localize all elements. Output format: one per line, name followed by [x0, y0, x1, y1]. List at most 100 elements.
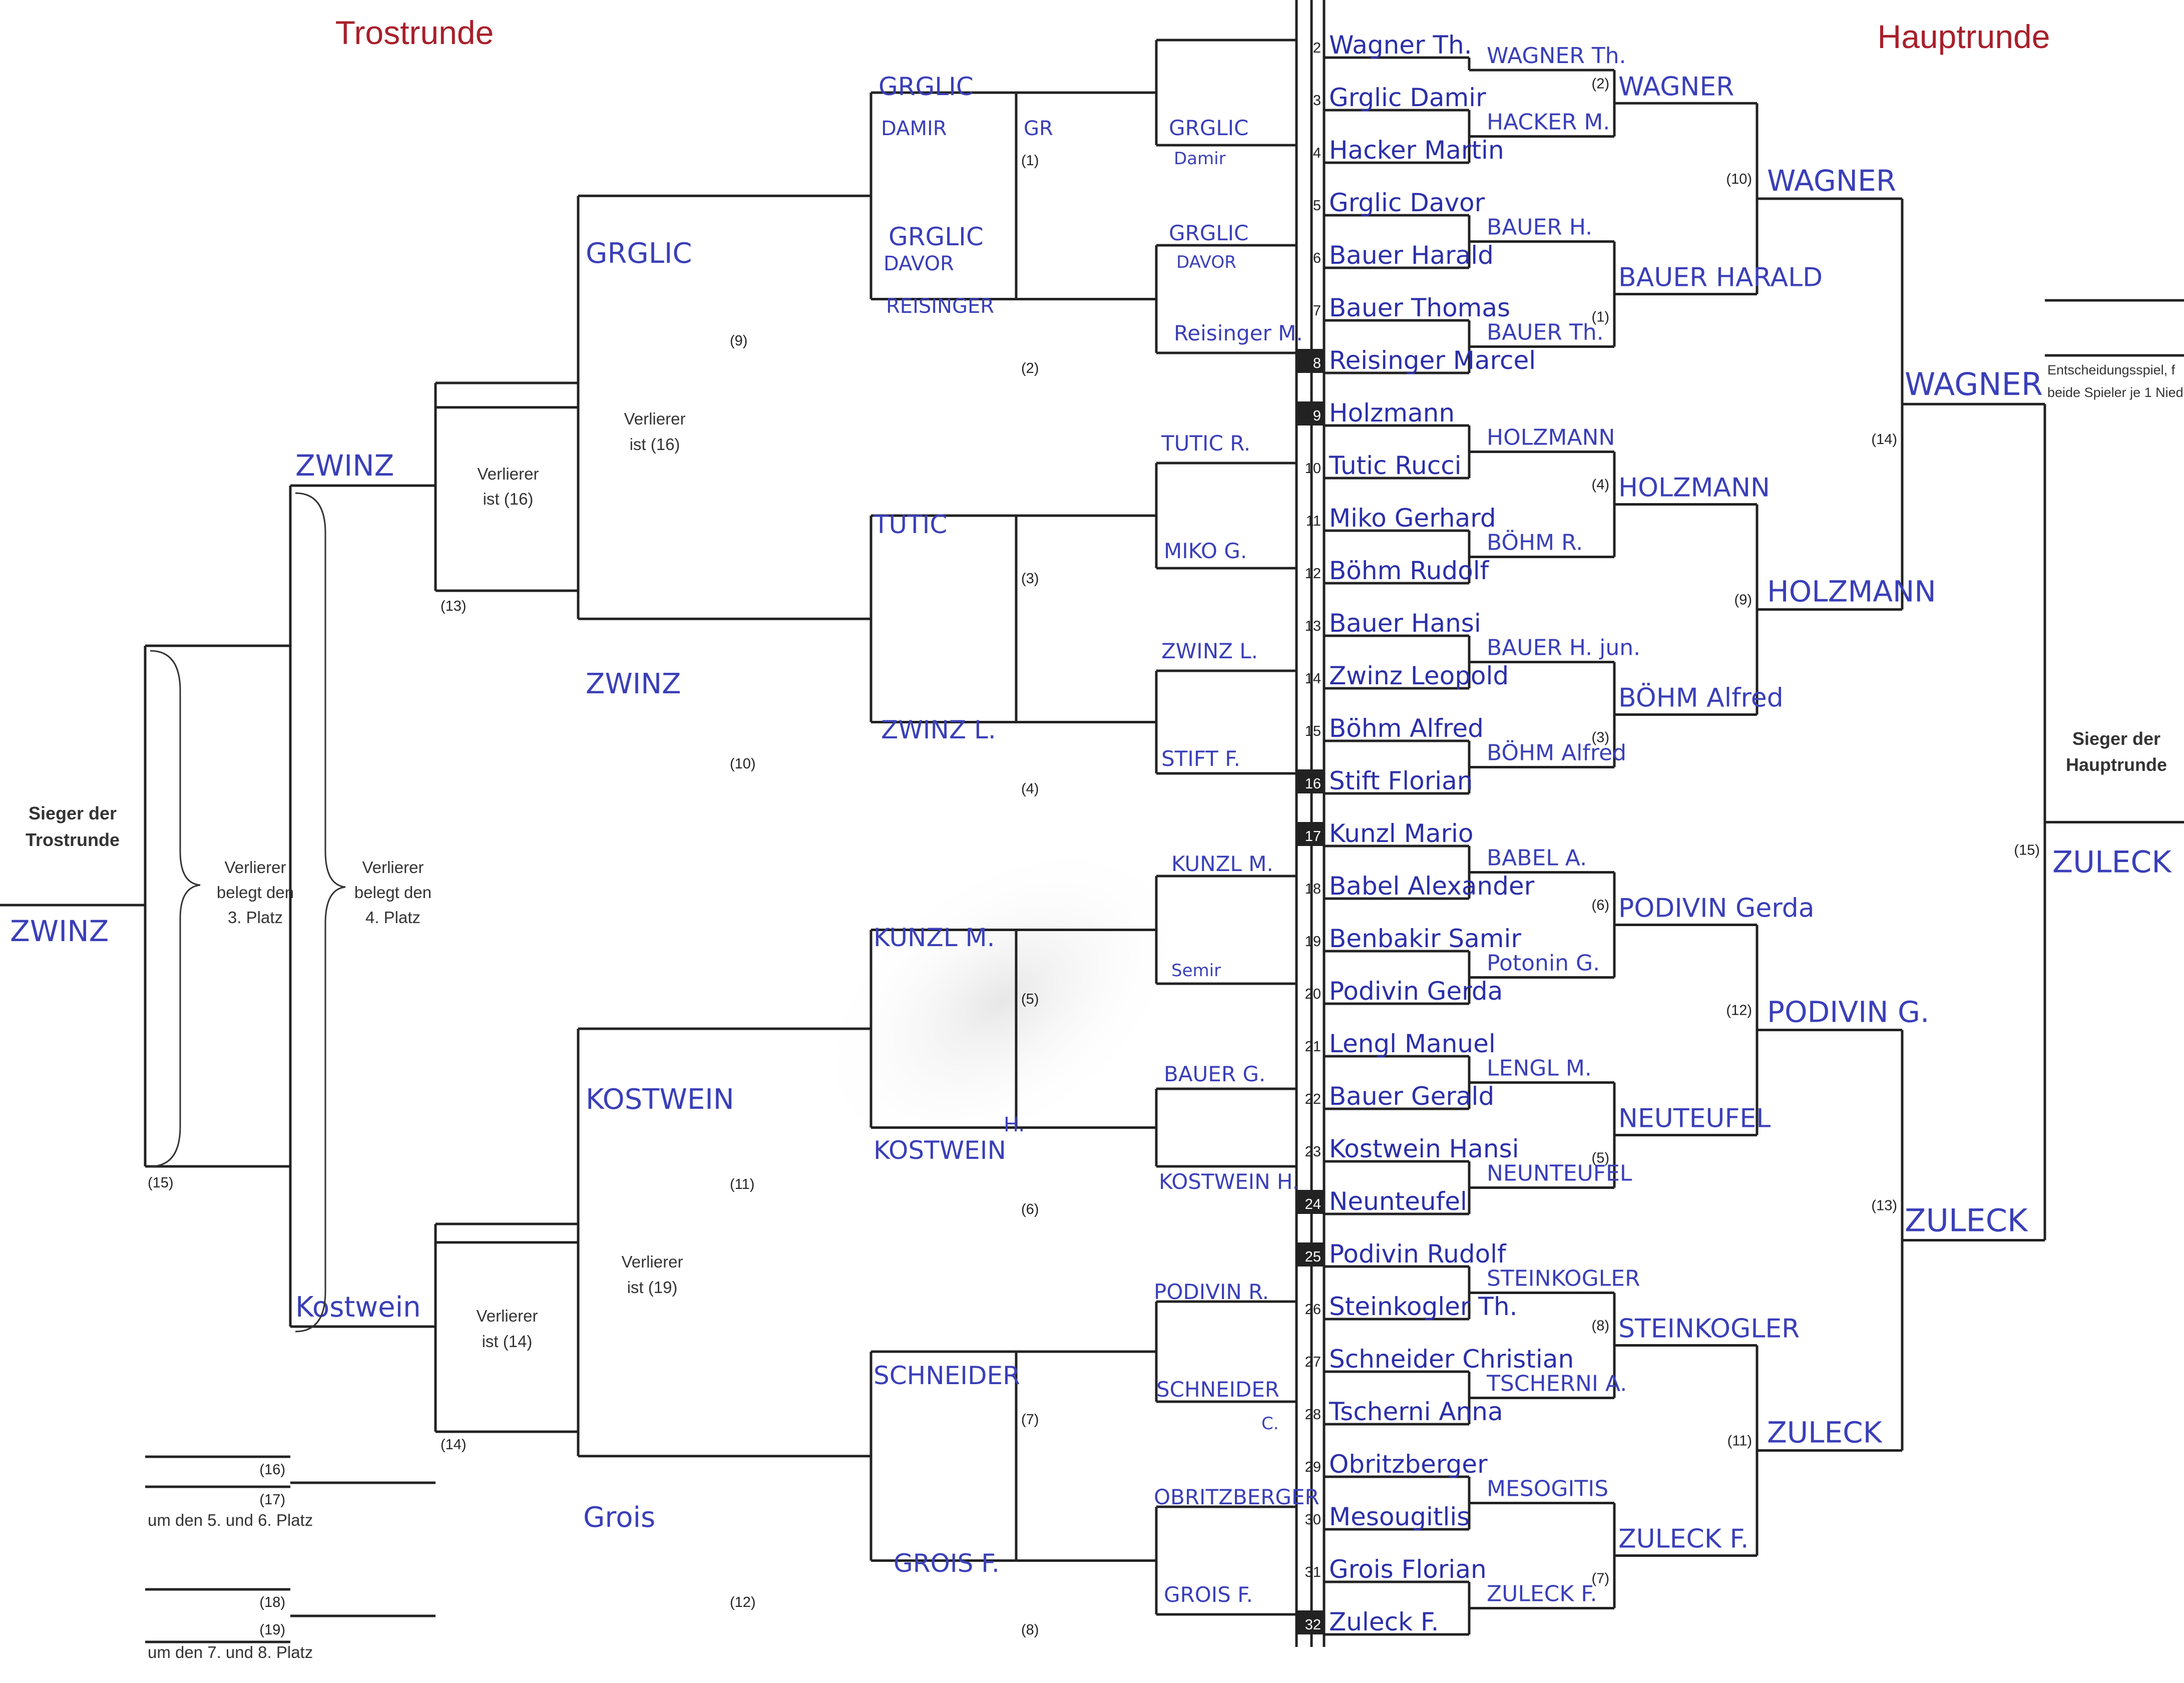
trost-r1-14: SCHNEIDER — [1156, 1377, 1279, 1402]
placement-match-1: (17) — [259, 1492, 285, 1508]
entscheidungsspiel-note: Entscheidungsspiel, f beide Spieler je 1… — [2047, 362, 2183, 400]
platz-5-6-label: um den 5. und 6. Platz — [148, 1511, 313, 1529]
draw-name-slot-31: Grois Florian — [1329, 1555, 1487, 1584]
slot-number-14: 14 — [1305, 671, 1321, 687]
draw-name-slot-16: Stift Florian — [1329, 766, 1473, 795]
trost-r2-4: DAVOR — [884, 252, 954, 275]
slot-number-22: 22 — [1305, 1091, 1321, 1107]
hauptrunde-names: WAGNER Th.HACKER M.BAUER H.BAUER Th.HOLZ… — [1486, 43, 2172, 1607]
trost-match-r1-4: (5) — [1021, 991, 1039, 1007]
slot-highlight-17 — [1296, 822, 1324, 846]
trost-r2-9: KOSTWEIN — [873, 1136, 1006, 1165]
trost-match-r1-0: (1) — [1021, 153, 1039, 169]
trost-r3-2: KOSTWEIN — [586, 1083, 734, 1116]
haupt-r2-0: WAGNER — [1618, 72, 1734, 102]
trost-r1-15: C. — [1261, 1414, 1279, 1434]
draw-name-slot-30: Mesougitlis — [1329, 1502, 1470, 1531]
brace-platz-4 — [295, 492, 346, 1333]
trost-r1-0: GRGLIC — [1169, 116, 1248, 140]
haupt-r1-10: LENGL M. — [1487, 1056, 1592, 1081]
slot-number-15: 15 — [1305, 723, 1321, 739]
slot-number-6: 6 — [1313, 250, 1321, 266]
draw-name-slot-32: Zuleck F. — [1329, 1607, 1439, 1636]
slot-number-9: 9 — [1313, 408, 1321, 424]
draw-name-slot-5: Grglic Davor — [1329, 188, 1485, 217]
haupt-r1-5: BÖHM R. — [1487, 530, 1583, 556]
slot-number-19: 19 — [1305, 934, 1321, 950]
slot-number-24: 24 — [1305, 1196, 1321, 1212]
draw-name-slot-8: Reisinger Marcel — [1329, 346, 1536, 375]
trost-r1-1: Damir — [1174, 149, 1226, 169]
haupt-r1-11: NEUNTEUFEL — [1487, 1161, 1632, 1186]
hauptrunde-title: Hauptrunde — [1878, 18, 2050, 55]
haupt-match-r2-2: (12) — [1726, 1003, 1752, 1019]
trost-r1-5: TUTIC R. — [1161, 431, 1250, 456]
slot-number-18: 18 — [1305, 881, 1321, 897]
draw-name-slot-9: Holzmann — [1329, 398, 1455, 428]
haupt-r2-2: HOLZMANN — [1618, 473, 1770, 503]
placement-match-3: (19) — [259, 1622, 285, 1638]
haupt-r2-4: PODIVIN Gerda — [1618, 894, 1815, 924]
haupt-r1-15: ZULECK F. — [1487, 1581, 1597, 1607]
haupt-r2-7: ZULECK F. — [1618, 1524, 1749, 1554]
haupt-winner: ZULECK — [2052, 845, 2172, 880]
placement-match-2: (18) — [259, 1594, 285, 1610]
platz-3-label: Verlierer belegt den 3. Platz — [217, 858, 294, 927]
draw-name-slot-24: Neunteufel — [1329, 1187, 1467, 1216]
slot-number-26: 26 — [1305, 1302, 1321, 1318]
draw-name-slot-14: Zwinz Leopold — [1329, 661, 1509, 690]
svg-text:beide Spieler je 1 Nied: beide Spieler je 1 Nied — [2047, 385, 2183, 400]
trost-match-r1-3: (4) — [1021, 781, 1039, 797]
draw-name-slot-23: Kostwein Hansi — [1329, 1134, 1519, 1163]
trost-r1-12: KOSTWEIN H. — [1159, 1169, 1299, 1194]
trost-r1-11: BAUER G. — [1164, 1062, 1265, 1086]
slot-number-30: 30 — [1305, 1512, 1321, 1528]
svg-text:ist (16): ist (16) — [630, 435, 680, 454]
slot-number-17: 17 — [1305, 828, 1321, 845]
svg-text:Verlierer: Verlierer — [362, 858, 424, 877]
watermark-logo — [813, 840, 1189, 1162]
trost-r1-8: STIFT F. — [1161, 746, 1240, 771]
trost-match-r2-2: (11) — [730, 1176, 754, 1192]
trost-r1-17: GROIS F. — [1164, 1582, 1253, 1607]
trost-r1-3: DAVOR — [1176, 252, 1236, 272]
trost-match-r1-1: (2) — [1021, 360, 1039, 376]
trost-r1-2: GRGLIC — [1169, 221, 1248, 245]
draw-name-slot-13: Bauer Hansi — [1329, 609, 1481, 638]
draw-name-slot-17: Kunzl Mario — [1329, 819, 1474, 848]
draw-name-slot-25: Podivin Rudolf — [1329, 1239, 1507, 1269]
slot-number-8: 8 — [1313, 355, 1321, 371]
slot-number-31: 31 — [1305, 1564, 1321, 1580]
draw-name-slot-19: Benbakir Samir — [1329, 924, 1521, 953]
svg-text:Verlierer: Verlierer — [477, 1307, 538, 1325]
trost-r2-7: ZWINZ L. — [881, 715, 996, 744]
platz-4-label: Verlierer belegt den 4. Platz — [354, 858, 431, 927]
slot-number-21: 21 — [1305, 1039, 1321, 1055]
haupt-r4-1: ZULECK — [1905, 1202, 2028, 1239]
svg-text:Verlierer: Verlierer — [478, 465, 539, 483]
slot-number-7: 7 — [1313, 303, 1321, 319]
draw-name-slot-18: Babel Alexander — [1329, 872, 1535, 901]
placement-match-0: (16) — [259, 1462, 285, 1478]
trost-winner: ZWINZ — [10, 914, 109, 948]
slot-number-10: 10 — [1305, 461, 1321, 477]
slot-highlight-24 — [1296, 1190, 1324, 1214]
slot-number-12: 12 — [1305, 566, 1321, 582]
svg-text:belegt den: belegt den — [354, 883, 431, 902]
slot-number-25: 25 — [1305, 1249, 1321, 1265]
sieger-hauptrunde-label: Sieger der Hauptrunde — [2066, 728, 2167, 775]
trost-r3-3: Grois — [583, 1501, 655, 1534]
slot-number-29: 29 — [1305, 1459, 1321, 1475]
draw-slot-column: 2345678910111213141516171819202122232425… — [1296, 40, 1324, 1634]
draw-name-slot-12: Böhm Rudolf — [1329, 556, 1490, 585]
slot-number-13: 13 — [1305, 618, 1321, 634]
slot-number-32: 32 — [1305, 1617, 1321, 1633]
verlierer-ist-16-label-top: Verlierer ist (16) — [624, 409, 686, 454]
trost-r2-11: SCHNEIDER — [873, 1361, 1020, 1390]
trost-r1-6: MIKO G. — [1164, 539, 1247, 563]
slot-number-23: 23 — [1305, 1144, 1321, 1160]
verlierer-ist-16-label-mid: Verlierer ist (16) — [478, 465, 539, 508]
draw-name-slot-29: Obritzberger — [1329, 1450, 1488, 1479]
haupt-match-r1-7: (7) — [1592, 1571, 1609, 1587]
